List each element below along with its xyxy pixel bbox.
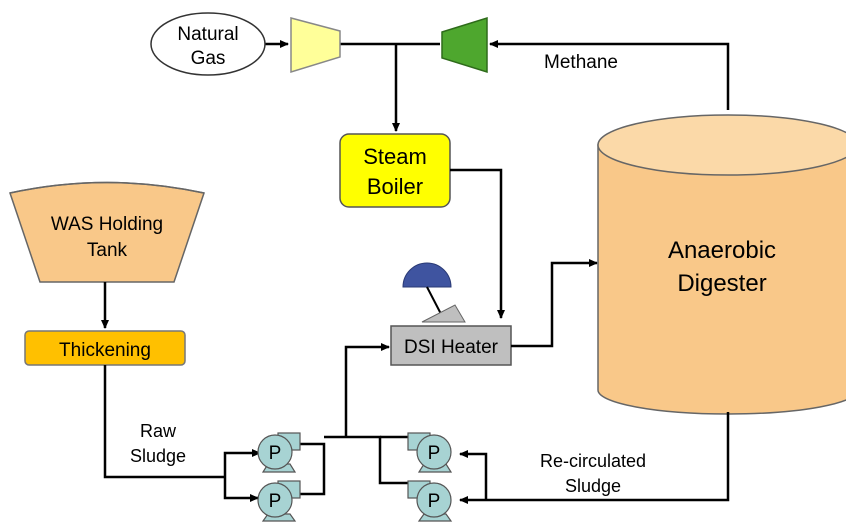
anaerobic-digester-top: [597, 114, 846, 176]
left-pump-outlet-manifold: [298, 442, 326, 496]
raw-sludge-line: [103, 365, 225, 479]
methane-label: Methane: [544, 52, 618, 73]
left-pump-inlet-bottom: [223, 477, 259, 502]
was-tank-label-line2: Tank: [87, 240, 128, 261]
was-tank-top: [9, 181, 205, 194]
recirc-label-line2: Sludge: [565, 476, 621, 496]
pump-left-bottom-letter: P: [269, 491, 282, 512]
pump-left-top-letter: P: [269, 443, 282, 464]
pump-left-top: P: [257, 432, 301, 473]
dsi-heater-label: DSI Heater: [404, 337, 499, 358]
header-to-heater-line: [344, 343, 390, 437]
pump-left-bottom: P: [257, 480, 301, 522]
recirc-pump-inlet-top: [459, 450, 488, 500]
anaerobic-digester: [597, 144, 846, 415]
dsi-heater-valve-body: [421, 304, 466, 323]
pump-right-bottom-letter: P: [428, 491, 441, 512]
raw-sludge-label-line1: Raw: [140, 421, 177, 441]
natural-gas-label-line2: Gas: [191, 48, 226, 69]
was-tank-label-line1: WAS Holding: [51, 214, 163, 235]
steam-boiler-label-line2: Boiler: [367, 174, 423, 199]
thickening-label: Thickening: [59, 340, 151, 361]
right-compressor: [441, 16, 488, 74]
digester-label-line1: Anaerobic: [668, 237, 776, 264]
recirc-label-line1: Re-circulated: [540, 451, 646, 471]
heater-to-digester-line: [511, 259, 598, 348]
pump-right-bottom: P: [407, 480, 453, 522]
center-header-line: [324, 435, 408, 485]
dsi-heater-valve-cap: [402, 262, 452, 288]
pump-right-top-letter: P: [428, 443, 441, 464]
methane-line: [489, 40, 730, 110]
natural-gas-source: [150, 12, 266, 76]
recirc-sludge-line: [486, 412, 730, 502]
raw-sludge-label-line2: Sludge: [130, 446, 186, 466]
dsi-heater-valve-stem: [426, 286, 442, 315]
left-compressor: [290, 17, 341, 74]
digester-label-line2: Digester: [677, 270, 766, 297]
left-pump-inlet-top: [223, 449, 261, 477]
pump-right-top: P: [407, 432, 453, 473]
steam-line: [450, 168, 505, 319]
natural-gas-label-line1: Natural: [177, 24, 238, 45]
steam-boiler-label-line1: Steam: [363, 144, 427, 169]
